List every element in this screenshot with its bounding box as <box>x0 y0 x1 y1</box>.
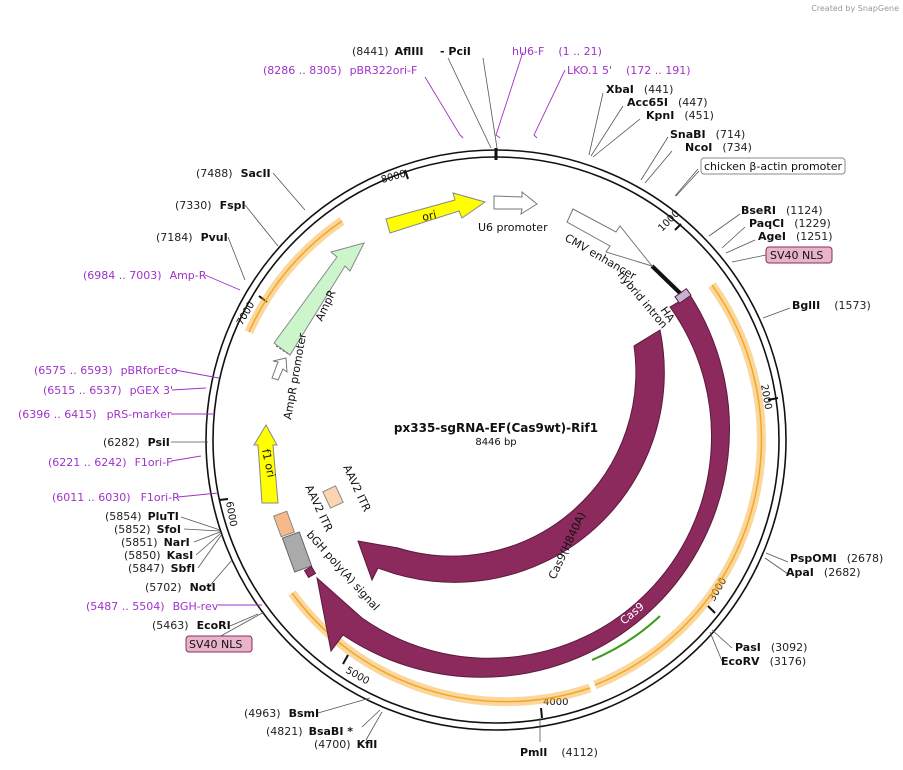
primer-f1ori-r: (6011 .. 6030)F1ori-R <box>52 491 180 504</box>
sv40-nls-band-right <box>593 282 766 690</box>
site-bglii: BglII(1573) <box>792 299 871 312</box>
snapgene-credit: Created by SnapGene <box>811 4 899 13</box>
site-ecorv: EcoRV(3176) <box>721 655 806 668</box>
plasmid-name: px335-sgRNA-EF(Cas9wt)-Rif1 <box>394 421 598 435</box>
primer-amp-r: (6984 .. 7003)Amp-R <box>83 269 207 282</box>
site-pcii: - PciI <box>440 45 471 58</box>
green-primer-arrow <box>591 615 661 661</box>
plasmid-length: 8446 bp <box>475 437 516 448</box>
site-pvui: (7184)PvuI <box>156 231 228 244</box>
cmv-enhancer-arrow <box>566 208 654 267</box>
primer-leader-lines <box>170 51 566 606</box>
label-ori: ori <box>421 208 438 224</box>
ampr-promoter-arrow <box>271 357 288 381</box>
cmv-black-segment <box>650 264 684 297</box>
site-noti: (5702)NotI <box>145 581 216 594</box>
site-ecori: (5463)EcoRI <box>152 619 231 632</box>
site-xbai: XbaI(441) <box>606 83 673 96</box>
site-nari: (5851)NarI <box>121 536 190 549</box>
site-pasi: PasI(3092) <box>735 641 807 654</box>
bgh-polya-box <box>281 531 313 573</box>
f1-ori-arrow <box>253 423 279 504</box>
primer-f1ori-f: (6221 .. 6242)F1ori-F <box>48 456 173 469</box>
site-bsabi: (4821)BsaBI * <box>266 725 353 738</box>
label-aav2-itr-inner: AAV2 ITR <box>340 463 373 514</box>
site-bsmi: (4963)BsmI <box>244 707 319 720</box>
site-snabi: SnaBI(714) <box>670 128 745 141</box>
site-pmli: PmlI(4112) <box>520 746 598 759</box>
amp-band-top-left <box>244 217 345 334</box>
tick-6000: 6000 <box>223 501 238 528</box>
site-sfoi: (5852)SfoI <box>114 523 181 536</box>
primer-bgh-rev: (5487 .. 5504)BGH-rev <box>86 600 219 613</box>
chicken-actin-label: chicken β-actin promoter <box>704 160 842 173</box>
sv40-nls-band-bottom <box>288 590 592 707</box>
site-bseri: BseRI(1124) <box>741 204 823 217</box>
label-u6-promoter: U6 promoter <box>478 221 548 234</box>
primer-labels: hU6-F(1 .. 21) LKO.1 5'(172 .. 191) (828… <box>18 45 691 613</box>
chicken-actin-box <box>700 157 846 175</box>
tick-1000: 1000 <box>656 208 682 234</box>
primer-lko1: LKO.1 5'(172 .. 191) <box>567 64 691 77</box>
cas9-outer-arrow <box>316 294 730 678</box>
site-apai: ApaI(2682) <box>786 566 860 579</box>
primer-prs-marker: (6396 .. 6415)pRS-marker <box>18 408 172 421</box>
boxed-labels: chicken β-actin promoter SV40 NLS SV40 N… <box>185 157 846 653</box>
site-kpni: KpnI(451) <box>646 109 714 122</box>
primer-pbrforeco: (6575 .. 6593)pBRforEco <box>34 364 178 377</box>
sv40-nls-box-bottom <box>185 635 253 653</box>
aav2-itr-inner-box <box>322 485 344 509</box>
site-psii: (6282)PsiI <box>103 436 170 449</box>
site-acc65i: Acc65I(447) <box>627 96 708 109</box>
bgh-small-box <box>303 565 317 579</box>
site-agei: AgeI(1251) <box>758 230 833 243</box>
cas9-h840a-arrow <box>357 329 665 607</box>
primer-pgex3: (6515 .. 6537)pGEX 3' <box>43 384 173 397</box>
u6-promoter-arrow <box>493 190 538 216</box>
tick-8000: 8000 <box>380 169 407 186</box>
site-paqci: PaqCI(1229) <box>749 217 831 230</box>
ha-box <box>674 288 692 304</box>
ampr-arrow <box>273 242 365 356</box>
site-leader-lines <box>171 57 791 742</box>
site-kasi: (5850)KasI <box>124 549 193 562</box>
sv40-nls-label-top: SV40 NLS <box>770 249 823 262</box>
site-kfli: (4700)KflI <box>314 738 377 751</box>
site-ncoi: NcoI(734) <box>685 141 752 154</box>
sv40-nls-label-bottom: SV40 NLS <box>189 638 242 651</box>
label-f1-ori: f1 ori <box>259 448 278 479</box>
tick-5000: 5000 <box>344 665 372 687</box>
site-fspi: (7330)FspI <box>175 199 246 212</box>
primer-hu6-f: hU6-F(1 .. 21) <box>512 45 602 58</box>
backbone-ticks <box>218 148 779 719</box>
site-sbfi: (5847)SbfI <box>128 562 195 575</box>
site-sacii: (7488)SacII <box>196 167 271 180</box>
primer-pbr322ori-f: (8286 .. 8305)pBR322ori-F <box>263 64 417 77</box>
site-labels: (8441)AflIII - PciI XbaI(441) Acc65I(447… <box>103 45 883 759</box>
aav2-itr-outer-box <box>273 510 295 538</box>
ori-arrow <box>385 192 487 234</box>
site-afliii: (8441)AflIII <box>352 45 424 58</box>
sv40-nls-box-top <box>765 246 833 264</box>
tick-2000: 2000 <box>758 384 773 411</box>
site-pspomi: PspOMI(2678) <box>790 552 883 565</box>
site-pluti: (5854)PluTI <box>105 510 179 523</box>
tick-4000: 4000 <box>543 697 568 708</box>
